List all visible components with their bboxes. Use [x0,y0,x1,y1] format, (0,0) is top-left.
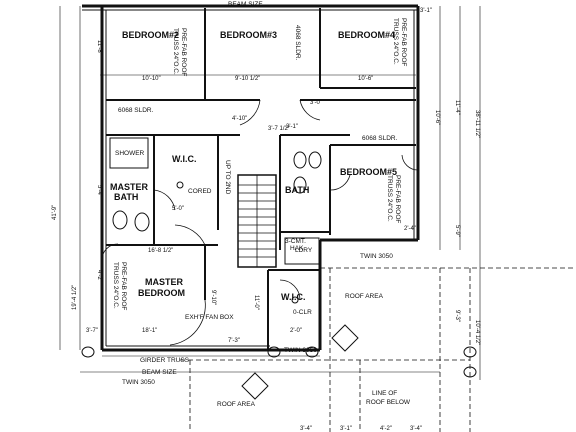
dimension-label: 10'-10" [142,76,161,82]
dimension-label: 16'-8 1/2" [148,248,173,254]
slider-note-1: 6068 SLDR. [118,107,154,114]
dimension-label: 3'-7" [86,328,98,334]
dimension-label: 4'-10" [232,116,247,122]
dimension-label: 7'-3" [228,338,240,344]
dimension-label: 19'-4 1/2" [72,285,78,310]
dimension-label: 5'-4" [96,185,102,197]
section-markers [81,324,477,400]
roof-area-note-1: ROOF AREA [345,293,384,300]
dimension-label: 3'-4" [410,426,422,432]
twin-3050-note-2: TWIN 3050 [122,379,155,386]
dimension-label: 11'-4" [454,100,460,115]
dimension-label: 11'-0" [253,295,259,310]
master-bedroom-label-line1: MASTER [145,277,184,287]
prefab-roof-note-2-line2: TRUSS 24"O.C. [392,18,399,65]
master-bedroom-label-line2: BEDROOM [138,288,185,298]
dimension-label: 9'-3" [454,310,460,322]
bedroom-4-label: BEDROOM#4 [338,30,395,40]
dimension-label: 4'-2" [96,270,102,282]
roof-area-note-2: ROOF AREA [217,401,256,408]
shower-label: SHOWER [115,150,145,157]
dryer-note-line1: 3-CMT. [285,238,306,245]
beam-size-top: BEAM SIZE [228,1,263,8]
dimension-label: 10'-6" [358,76,373,82]
staircase [238,175,276,267]
dimension-label: 3'-4" [300,426,312,432]
line-of-roof-below-line2: ROOF BELOW [366,399,411,406]
twin-3050-note-1: TWIN 3050 [360,253,393,260]
dimension-label: 10'-4 1/2" [474,320,480,345]
dimension-label: 11'-8" [96,40,102,55]
prefab-roof-note-4-line2: TRUSS 24"O.C. [112,262,119,309]
wic-bottom-label: W.I.C. [281,292,306,302]
master-bath-label-line1: MASTER [110,182,149,192]
ldry-label: LDRY [295,247,313,254]
dimension-label: 10'-6" [434,110,440,125]
dimension-label: 2'-0" [290,328,302,334]
dimension-label: 9'-10" [210,290,216,305]
dryer-note-line2: HAK [290,245,304,252]
dimension-lines [59,6,481,380]
exterior-walls [82,4,420,352]
room-labels: BEDROOM#2 BEDROOM#3 BEDROOM#4 BEDROOM#5 … [110,30,397,302]
girder-truss-note: GIRDER TRUSS [140,357,190,364]
bedroom-5-label: BEDROOM#5 [340,167,397,177]
dimension-label: 9'-10 1/2" [235,76,260,82]
zero-clr-note: 0-CLR [293,309,312,316]
dimension-label: 38'-11 1/2" [474,110,480,138]
roof-below-lines [180,267,576,432]
slider-note-3: 4068 SLDR. [294,25,301,61]
prefab-roof-note-3-line1: PRE-FAB ROOF [394,175,401,223]
door-swings [101,99,419,346]
prefab-roof-note-1-line2: TRUSS 24"O.C. [172,28,179,75]
bedroom-3-label: BEDROOM#3 [220,30,277,40]
prefab-roof-note-2-line1: PRE-FAB ROOF [400,18,407,66]
dimension-label: 41'-9" [52,205,58,220]
exhaust-fan-note: EXH'F FAN BOX [185,314,234,321]
cored-note: CORED [188,188,212,195]
wic-top-label: W.I.C. [172,154,197,164]
dimension-label: 18'-1" [142,328,157,334]
interior-walls [106,8,416,350]
dimension-label: 3'-1" [340,426,352,432]
line-of-roof-below-line1: LINE OF [372,390,397,397]
beam-size-bottom: BEAM SIZE [142,369,177,376]
plan-notes: BEAM SIZE BEAM SIZE PRE-FAB ROOF TRUSS 2… [112,1,411,408]
dimension-labels: 10'-10" 9'-10 1/2" 10'-6" 4'-10" 5'-0" 1… [52,8,480,432]
dimension-label: 3'-1" [286,124,298,130]
bath-label: BATH [285,185,309,195]
dimension-label: 3'-1" [420,8,432,14]
twin-3050-note-3: TWIN 3050 [284,347,317,354]
master-bath-label-line2: BATH [114,192,138,202]
prefab-roof-note-1-line1: PRE-FAB ROOF [180,28,187,76]
prefab-roof-note-4-line1: PRE-FAB ROOF [120,262,127,310]
stair-note: UP TO 2ND [224,160,231,195]
dimension-label: 2'-4" [404,226,416,232]
prefab-roof-note-3-line2: TRUSS 24"O.C. [386,175,393,222]
dimension-label: 4'-2" [380,426,392,432]
dimension-label: 3'-0" [310,100,322,106]
dimension-label: 5'-9" [454,225,460,237]
dimension-label: 5'-0" [172,206,184,212]
dimension-label: 3'-7 1/2" [268,126,290,132]
bath-fixtures [109,137,322,304]
slider-note-2: 6068 SLDR. [362,135,398,142]
bedroom-2-label: BEDROOM#2 [122,30,179,40]
